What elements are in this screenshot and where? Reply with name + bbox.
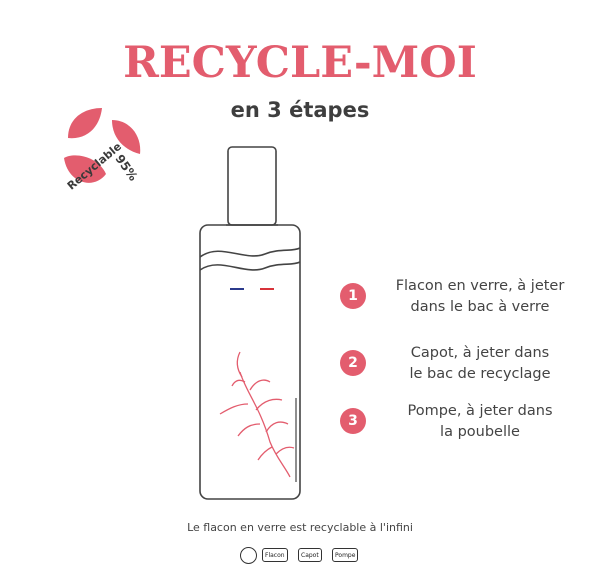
logo-flacon: Flacon xyxy=(262,548,288,562)
step-number-badge: 3 xyxy=(340,408,366,434)
step-text-line: Pompe, à jeter dans xyxy=(407,403,553,419)
step-1: 1 Flacon en verre, à jeter dans le bac à… xyxy=(340,276,590,320)
step-number-badge: 2 xyxy=(340,350,366,376)
logo-capot: Capot xyxy=(298,548,322,562)
liquid-wave-top xyxy=(199,247,301,258)
bottle-illustration xyxy=(199,146,301,500)
leaf-icon xyxy=(64,108,141,183)
step-text-line: le bac de recyclage xyxy=(409,366,551,382)
step-text-line: Capot, à jeter dans xyxy=(410,345,550,361)
page-title: RECYCLE-MOI xyxy=(123,38,477,88)
page-subtitle: en 3 étapes xyxy=(230,98,370,122)
footnote: Le flacon en verre est recyclable à l'in… xyxy=(187,521,413,534)
triman-icon xyxy=(240,547,257,564)
step-number-badge: 1 xyxy=(340,283,366,309)
step-text: Pompe, à jeter dans la poubelle xyxy=(380,401,580,443)
liquid-wave-bottom xyxy=(199,261,301,271)
step-text: Capot, à jeter dans le bac de recyclage xyxy=(380,343,580,385)
logo-pompe: Pompe xyxy=(332,548,359,562)
badge-percent: 95% xyxy=(112,152,140,184)
seaweed-icon xyxy=(219,351,295,478)
step-2: 2 Capot, à jeter dans le bac de recyclag… xyxy=(340,343,590,387)
sorting-logos: Flacon Capot Pompe xyxy=(240,546,370,566)
step-text-line: la poubelle xyxy=(440,424,520,440)
step-3: 3 Pompe, à jeter dans la poubelle xyxy=(340,401,590,445)
bottle-body xyxy=(199,224,301,500)
step-text: Flacon en verre, à jeter dans le bac à v… xyxy=(380,276,580,318)
step-text-line: Flacon en verre, à jeter xyxy=(395,278,565,294)
bottle-cap xyxy=(227,146,277,226)
recyclable-badge: Recyclable 95% xyxy=(64,108,141,193)
step-text-line: dans le bac à verre xyxy=(410,299,550,315)
